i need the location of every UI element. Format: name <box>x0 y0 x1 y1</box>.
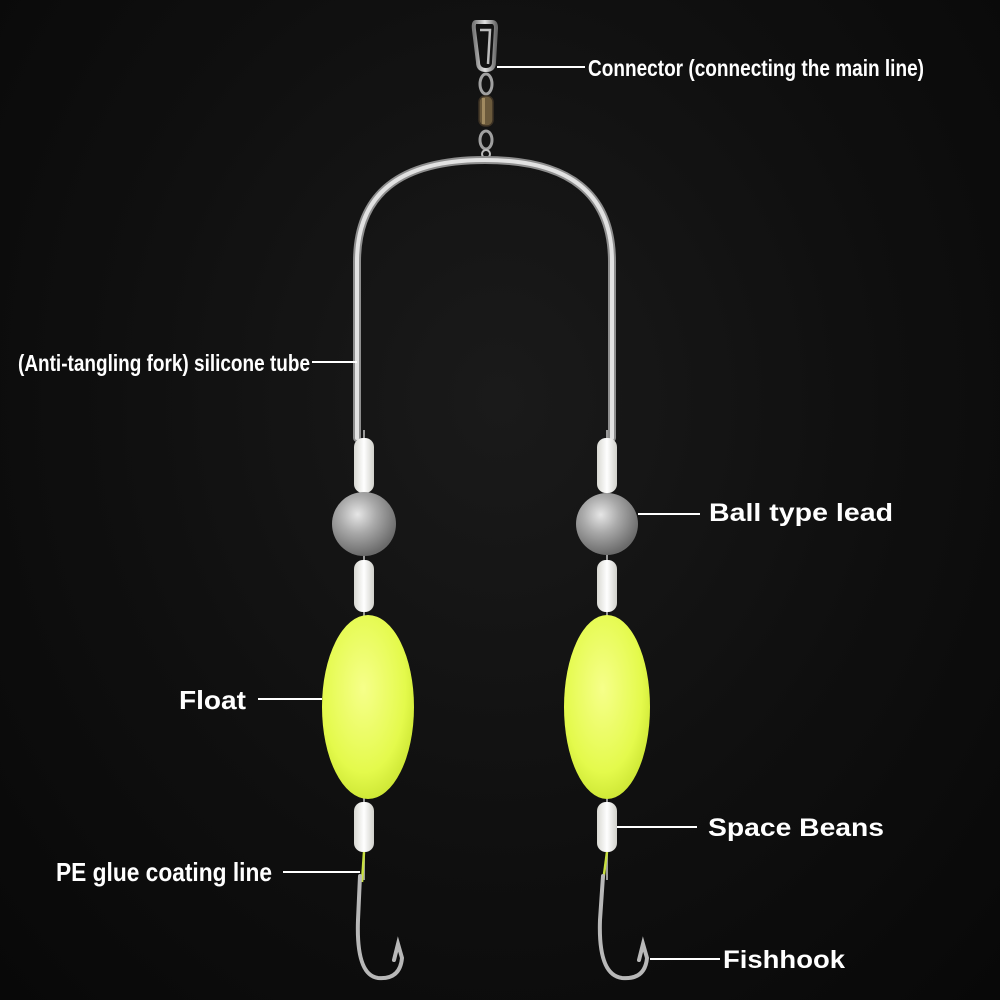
ball-lead-label: Ball type lead <box>709 499 893 527</box>
pe-line <box>360 851 366 883</box>
space-bean <box>354 560 374 612</box>
fishhook-label: Fishhook <box>723 946 845 974</box>
left-branch <box>322 430 414 981</box>
space-beans-label: Space Beans <box>708 814 884 842</box>
connector-snap <box>471 20 499 73</box>
connector-swivel <box>478 72 494 159</box>
fishhook <box>597 874 650 981</box>
float <box>322 615 414 799</box>
space-bean <box>597 438 617 493</box>
right-branch <box>564 430 650 981</box>
ball-lead <box>332 492 396 556</box>
ball-lead <box>576 493 638 555</box>
space-bean <box>354 438 374 493</box>
space-bean <box>597 802 617 852</box>
silicone-tube <box>353 155 616 442</box>
silicone-tube-label: (Anti-tangling fork) silicone tube <box>18 350 310 376</box>
float-label: Float <box>179 685 246 715</box>
leader-lines <box>258 66 720 960</box>
space-bean <box>354 802 374 852</box>
space-bean <box>597 560 617 612</box>
fishhook <box>355 874 405 981</box>
connector-label: Connector (connecting the main line) <box>588 55 924 81</box>
pe-line-label: PE glue coating line <box>56 857 272 887</box>
float <box>564 615 650 799</box>
